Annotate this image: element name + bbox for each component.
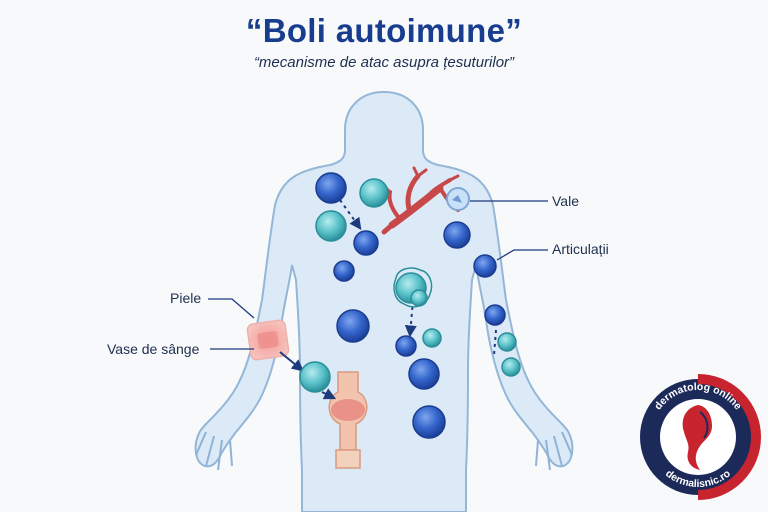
body-silhouette (194, 90, 574, 512)
skin-patch-icon (246, 319, 290, 361)
left-hand (195, 431, 233, 471)
label-articulatii: Articulații (552, 241, 609, 257)
immune-cells-teal (299, 178, 521, 393)
right-hand (535, 431, 573, 471)
page-subtitle: “mecanisme de atac asupra țesuturilor” (253, 54, 515, 71)
macrophage-outline (393, 267, 433, 308)
page-title: “Boli autoimune” (245, 12, 523, 49)
valve-icon (446, 187, 470, 211)
brand-logo: dermatolog online dermalisnic.ro (635, 374, 761, 500)
label-vale: Vale (552, 193, 579, 209)
label-vase-de-sange: Vase de sânge (107, 341, 200, 357)
label-piele: Piele (170, 290, 202, 306)
immune-cells-blue (315, 172, 506, 439)
connector-lines (279, 199, 497, 400)
leader-lines (208, 200, 548, 350)
knee-joint-icon (328, 371, 368, 469)
